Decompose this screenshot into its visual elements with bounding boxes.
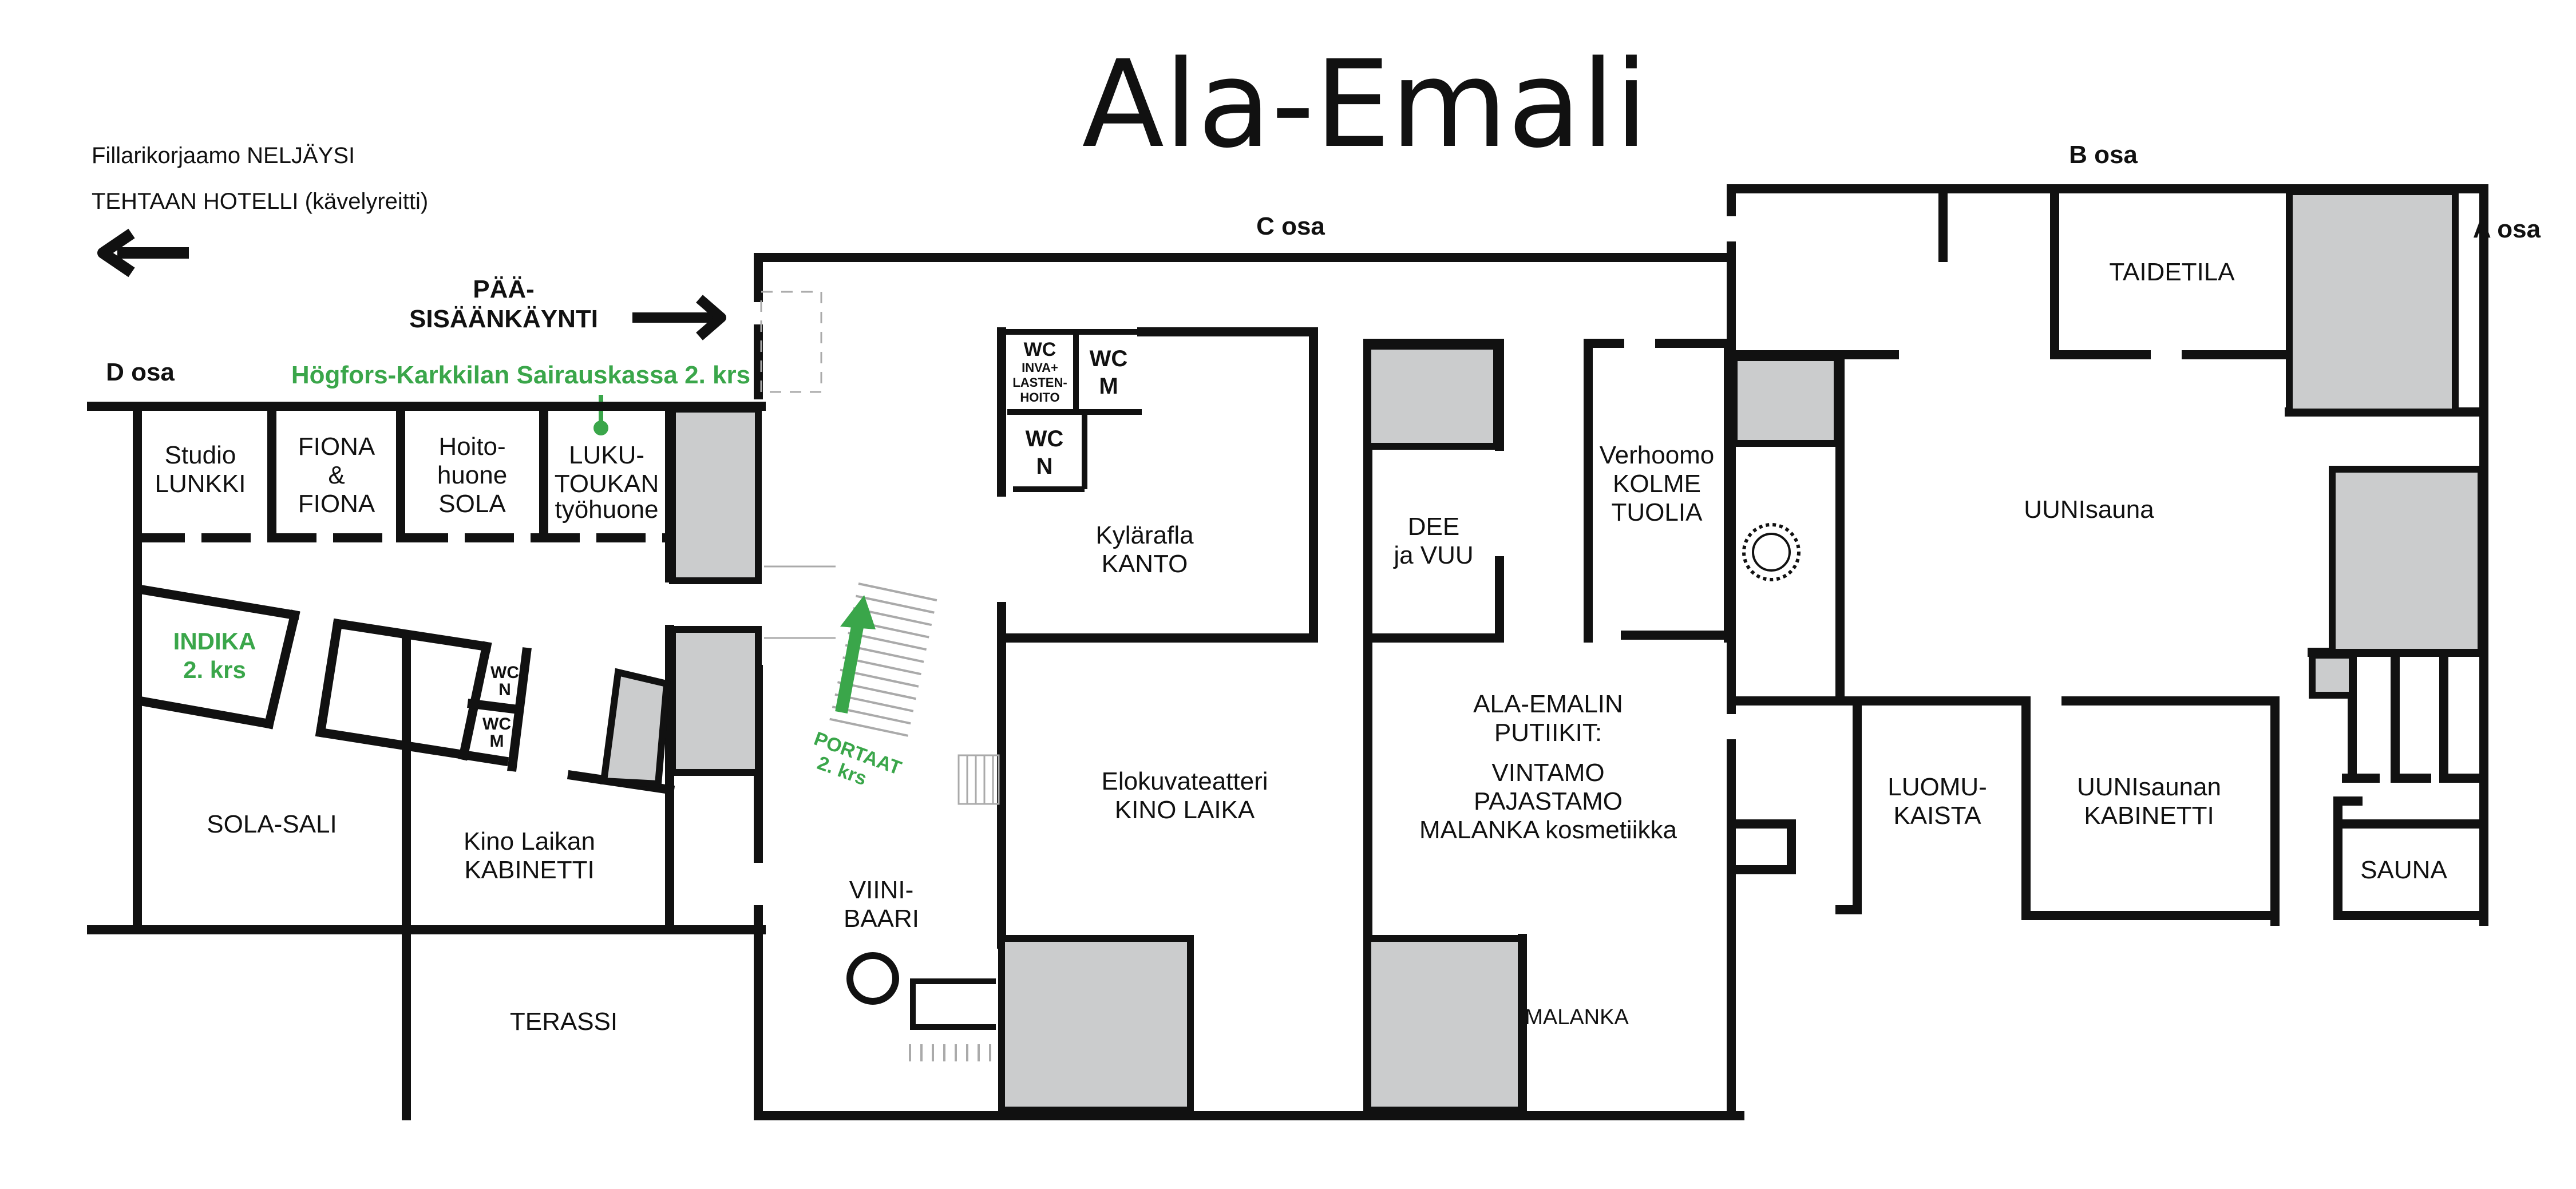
side-stairs bbox=[957, 754, 1000, 805]
wc-n-top-line2: N bbox=[1036, 454, 1053, 479]
room-kylarafla-line2: KANTO bbox=[1102, 550, 1188, 578]
room-putiikit-line5: MALANKA kosmetiikka bbox=[1419, 816, 1677, 844]
room-uunisaunan-kabinetti-line2: KABINETTI bbox=[2084, 802, 2214, 830]
wc-inva-line3: LASTEN- bbox=[1012, 375, 1067, 390]
room-kylarafla-line1: Kylärafla bbox=[1095, 521, 1194, 549]
section-d-label: D osa bbox=[106, 358, 175, 386]
room-hoitohuone-line3: SOLA bbox=[438, 490, 506, 518]
service-blocks bbox=[600, 188, 2484, 1113]
indika-label-line1: INDIKA bbox=[173, 628, 256, 655]
arrow-up-icon bbox=[835, 595, 876, 714]
wc-n-top-line1: WC bbox=[1026, 426, 1064, 451]
room-labels: Studio LUNKKI FIONA & FIONA Hoito- huone… bbox=[155, 258, 2448, 1036]
room-terassi: TERASSI bbox=[510, 1008, 618, 1036]
room-putiikit-line2: PUTIIKIT: bbox=[1494, 719, 1602, 747]
entrance-label-line1: PÄÄ- bbox=[473, 275, 535, 303]
room-putiikit-line4: PAJASTAMO bbox=[1474, 787, 1623, 815]
room-hoitohuone-line2: huone bbox=[437, 461, 507, 489]
room-uunisauna: UUNIsauna bbox=[2024, 496, 2154, 524]
note-tehtaan-hotelli: TEHTAAN HOTELLI (kävelyreitti) bbox=[92, 189, 428, 214]
wc-inva-line1: WC bbox=[1024, 339, 1056, 360]
room-taidetila: TAIDETILA bbox=[2109, 258, 2235, 286]
location-pin-icon bbox=[593, 395, 608, 435]
walls bbox=[87, 184, 2488, 1120]
arrow-right-icon bbox=[632, 295, 726, 340]
room-viinibaari-line1: VIINI- bbox=[849, 876, 913, 904]
room-luomukaista-line2: KAISTA bbox=[1893, 802, 1981, 830]
room-putiikit-line3: VINTAMO bbox=[1491, 759, 1604, 787]
room-kino-kabinetti-line1: Kino Laikan bbox=[464, 827, 595, 855]
room-studio-lunkki-line2: LUNKKI bbox=[155, 470, 246, 498]
room-dee-vuu-line2: ja VUU bbox=[1392, 541, 1473, 569]
wc-m-left-line2: M bbox=[490, 732, 504, 751]
room-kino-kabinetti-line2: KABINETTI bbox=[464, 856, 594, 884]
section-b-label: B osa bbox=[2069, 141, 2138, 169]
room-putiikit-line1: ALA-EMALIN bbox=[1473, 690, 1623, 718]
entrance-label-line2: SISÄÄNKÄYNTI bbox=[409, 305, 598, 333]
room-verhoomo-line3: TUOLIA bbox=[1612, 498, 1703, 526]
room-verhoomo-line1: Verhoomo bbox=[1600, 441, 1715, 469]
note-fillarikorjaamo: Fillarikorjaamo NELJÄYSI bbox=[92, 143, 355, 168]
room-lukutoukan-line2: TOUKAN bbox=[555, 470, 659, 498]
section-c-label: C osa bbox=[1256, 212, 1325, 240]
room-viinibaari-line2: BAARI bbox=[844, 905, 919, 933]
room-fiona-line2: & bbox=[328, 461, 345, 489]
room-lukutoukan-line3: työhuone bbox=[555, 496, 658, 524]
room-sauna: SAUNA bbox=[2360, 856, 2447, 884]
sauna-stove-icon bbox=[1742, 523, 1801, 581]
wc-inva-line2: INVA+ bbox=[1022, 360, 1058, 375]
room-malanka: MALANKA bbox=[1525, 1005, 1629, 1029]
room-uunisaunan-kabinetti-line1: UUNIsaunan bbox=[2077, 773, 2221, 801]
room-studio-lunkki-line1: Studio bbox=[165, 441, 236, 469]
wc-m-top-line1: WC bbox=[1090, 346, 1128, 371]
room-dee-vuu-line1: DEE bbox=[1408, 513, 1459, 541]
wc-m-top-line2: M bbox=[1099, 374, 1118, 399]
room-sola-sali: SOLA-SALI bbox=[207, 810, 337, 838]
stairs: PORTAAT 2. krs bbox=[811, 582, 937, 790]
sairauskassa-label: Högfors-Karkkilan Sairauskassa 2. krs bbox=[291, 361, 750, 389]
room-fiona-line1: FIONA bbox=[298, 433, 375, 461]
room-hoitohuone-line1: Hoito- bbox=[438, 433, 505, 461]
room-lukutoukan-line1: LUKU- bbox=[569, 441, 644, 469]
room-fiona-line3: FIONA bbox=[298, 490, 375, 518]
page-title: Ala-Emali bbox=[1082, 34, 1648, 175]
room-verhoomo-line2: KOLME bbox=[1613, 470, 1701, 498]
room-luomukaista-line1: LUOMU- bbox=[1888, 773, 1987, 801]
wc-m-left-line1: WC bbox=[482, 715, 511, 734]
entrance-door bbox=[760, 291, 836, 639]
indika-label-line2: 2. krs bbox=[183, 656, 246, 683]
bar-steps bbox=[909, 1044, 991, 1061]
wc-n-left-line1: WC bbox=[490, 663, 519, 682]
table-icon bbox=[846, 952, 899, 1005]
wc-inva-line4: HOITO bbox=[1020, 390, 1059, 405]
wc-n-left-line2: N bbox=[498, 680, 511, 699]
room-kino-laika-line1: Elokuvateatteri bbox=[1101, 767, 1268, 795]
arrow-left-icon bbox=[97, 228, 189, 278]
room-kino-laika-line2: KINO LAIKA bbox=[1115, 796, 1255, 824]
